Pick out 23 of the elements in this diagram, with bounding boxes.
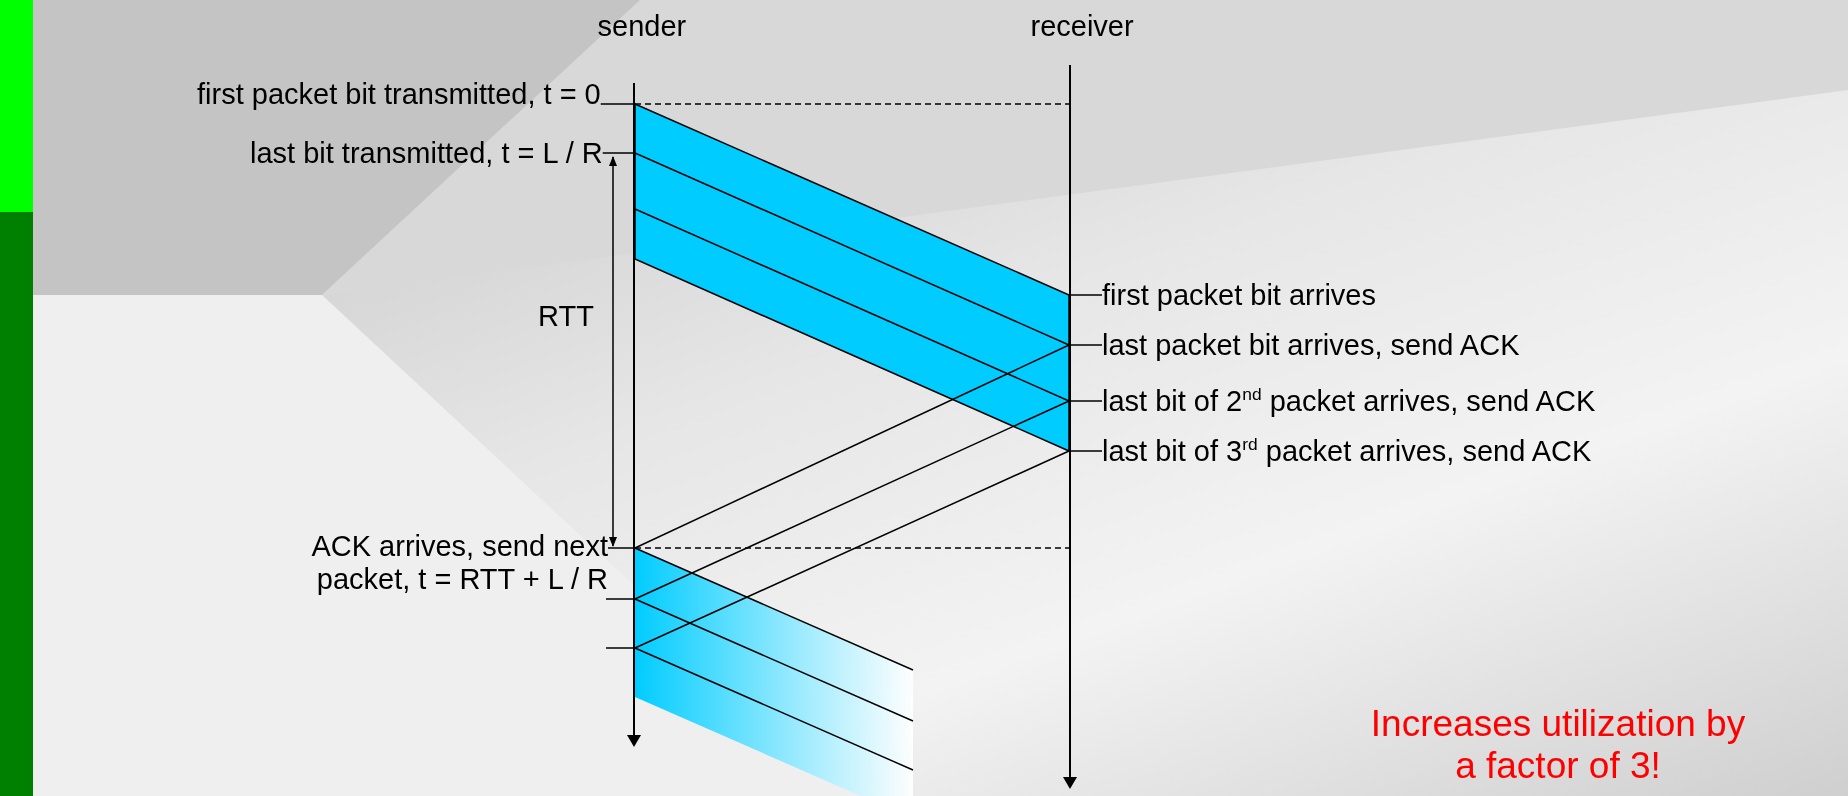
dimension-label: RTT <box>538 299 594 333</box>
ack-line <box>634 400 1070 600</box>
event-annotation: ACK arrives, send next packet, t = RTT + L / R <box>248 529 608 597</box>
leader-line <box>601 152 634 154</box>
column-heading: sender <box>597 9 687 43</box>
leader-line <box>1070 344 1103 346</box>
event-annotation: last packet bit arrives, send ACK <box>1102 328 1520 362</box>
dashed-time-line <box>634 103 1070 105</box>
event-annotation: first packet bit arrives <box>1102 278 1376 312</box>
event-annotation: first packet bit transmitted, t = 0 <box>197 77 601 111</box>
ack-line <box>634 344 1070 549</box>
leader-line <box>607 547 634 549</box>
event-annotation: last bit transmitted, t = L / R <box>250 136 603 170</box>
event-annotation: last bit of 3$^{rd}$ packet arrives, send ACK <box>1102 434 1592 468</box>
leader-line <box>1070 400 1103 402</box>
event-annotation: last bit of 2$^{nd}$ packet arrives, send ACK <box>1102 384 1596 418</box>
dashed-time-line <box>634 547 1070 549</box>
leader-line <box>1070 450 1103 452</box>
ack-line <box>634 450 1070 649</box>
leader-line <box>600 103 634 105</box>
note-text: Increases utilization by a factor of 3! <box>1369 702 1747 788</box>
column-heading: receiver <box>1030 9 1134 43</box>
leader-line <box>1070 294 1103 296</box>
